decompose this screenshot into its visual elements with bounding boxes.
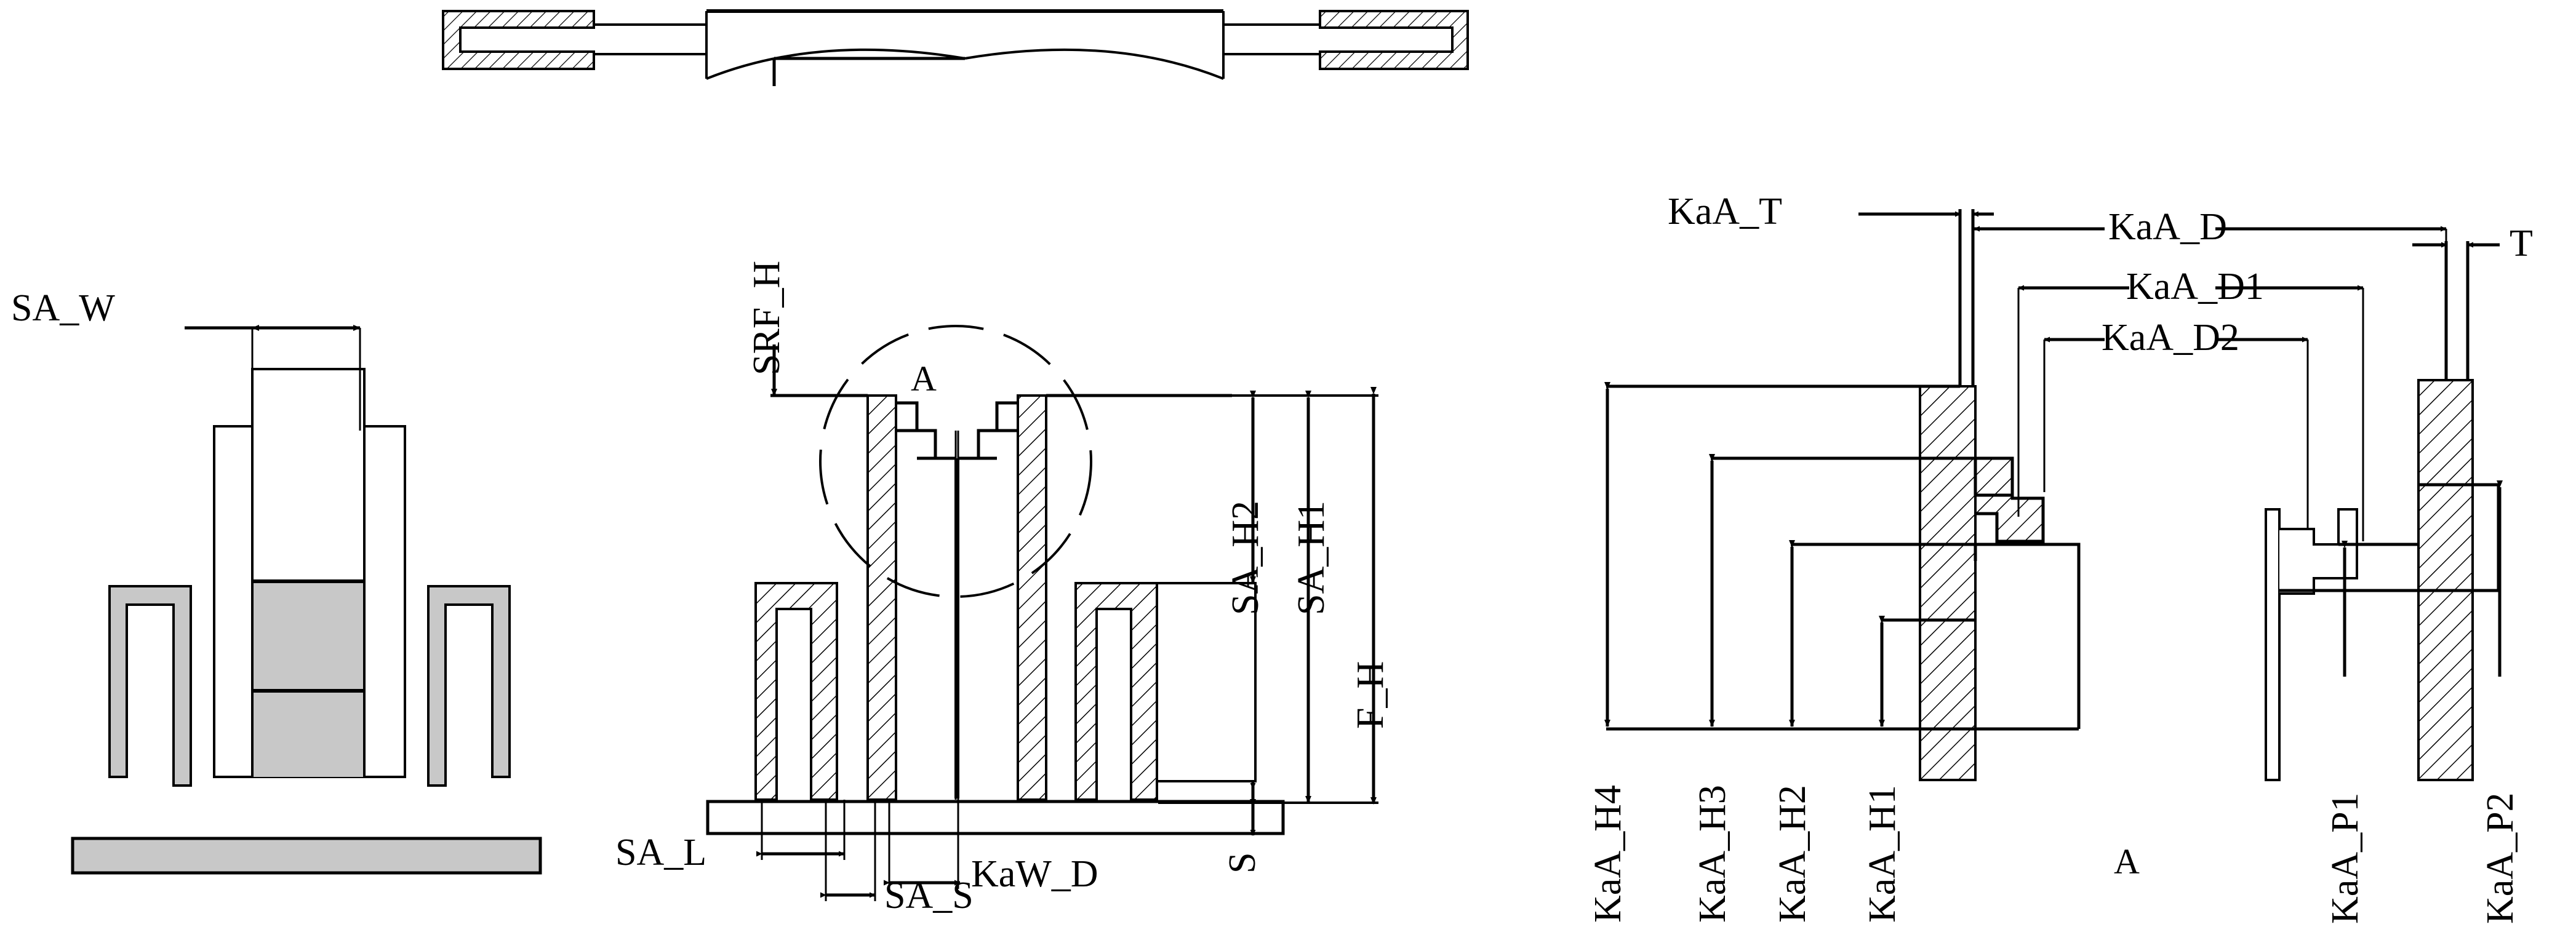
left-view-geometry (71, 325, 542, 875)
label-kaa-h2: KaA_H2 (1772, 785, 1814, 923)
label-sa-h1: SA_H1 (1290, 500, 1332, 615)
label-kaa-d1: KaA_D1 (2126, 266, 2264, 308)
label-kaa-d: KaA_D (2108, 206, 2227, 248)
center-view-geometry (706, 325, 1378, 901)
label-sa-h2: SA_H2 (1225, 500, 1266, 615)
label-f-h: F_H (1350, 661, 1391, 729)
label-srf-h: SRF_H (746, 260, 788, 375)
top-plate-assembly (442, 9, 1469, 86)
label-detail-a-right: A (2114, 842, 2140, 881)
label-kaa-d2: KaA_D2 (2102, 317, 2239, 359)
label-sa-w: SA_W (11, 287, 115, 329)
label-kaa-t: KaA_T (1668, 191, 1782, 233)
label-t: T (2510, 223, 2533, 265)
label-sa-l: SA_L (615, 832, 707, 873)
label-sa-s: SA_S (884, 875, 974, 917)
label-s: S (1222, 852, 1263, 873)
label-detail-a-center: A (911, 359, 937, 399)
label-kaa-h1: KaA_H1 (1862, 785, 1903, 923)
label-kaa-p1: KaA_P1 (2324, 792, 2366, 924)
label-kaa-p2: KaA_P2 (2479, 792, 2521, 924)
label-kaw-d: KaW_D (971, 853, 1098, 895)
right-view-geometry (1604, 209, 2503, 781)
label-kaa-h3: KaA_H3 (1692, 785, 1734, 923)
label-kaa-h4: KaA_H4 (1587, 785, 1629, 923)
